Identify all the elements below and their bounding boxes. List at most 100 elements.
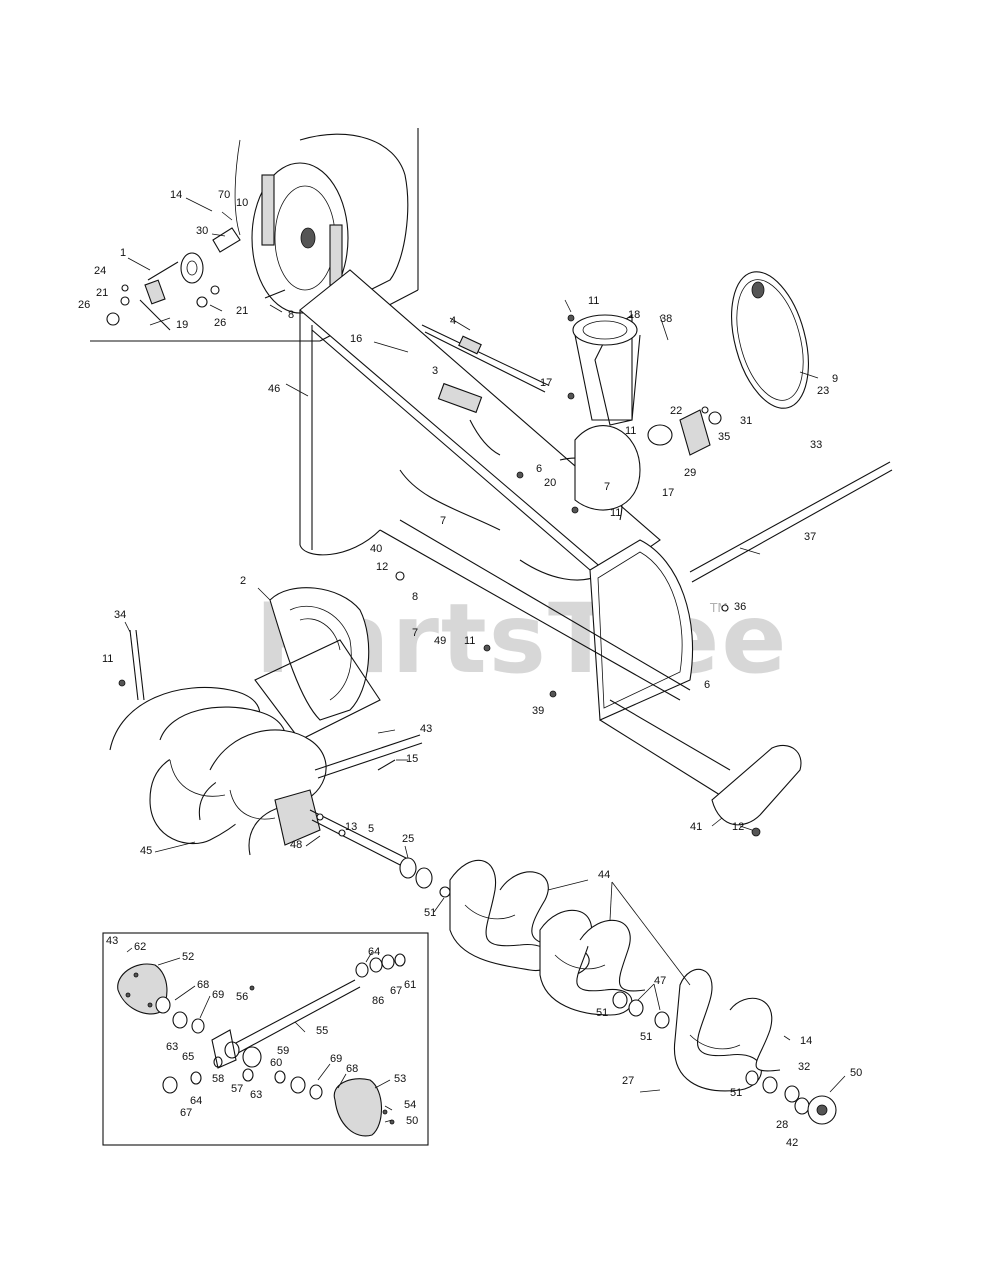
main-upper-labels: 11 18 38 4 16 3 17 46 22 9 23 11 31 33 3… [268,295,838,613]
callout-label: 64 [190,1095,202,1107]
callout-label: 51 [730,1087,742,1099]
callout-label: 67 [180,1107,192,1119]
callout-label: 27 [622,1075,634,1087]
callout-label: 43 [420,723,432,735]
callout-label: 6 [704,679,710,691]
callout-label: 17 [540,377,552,389]
callout-label: 11 [610,507,621,519]
gear-inset-labels: 62 52 64 68 69 86 67 61 56 55 63 65 59 5… [134,941,418,1127]
callout-label: 69 [330,1053,342,1065]
callout-label: 2 [240,575,246,587]
callout-label: 15 [406,753,418,765]
callout-label: 3 [432,365,438,377]
callout-label: 37 [804,531,816,543]
callout-label: 86 [372,995,384,1007]
callout-label: 23 [817,385,829,397]
callout-label: 11 [625,425,636,437]
callout-label: 50 [850,1067,862,1079]
callout-label: 14 [800,1035,812,1047]
callout-label: 39 [532,705,544,717]
callout-label: 11 [588,295,599,307]
callout-label: 56 [236,991,248,1003]
callout-label: 48 [290,839,302,851]
callout-label: 31 [740,415,752,427]
callout-label: 47 [654,975,666,987]
callout-label: 35 [718,431,730,443]
callout-label: 8 [412,591,418,603]
callout-label: 65 [182,1051,194,1063]
auger-right [449,859,846,1125]
callout-label: 7 [604,481,610,493]
callout-label: 14 [170,189,182,201]
main-middle-labels: 2 34 8 7 49 11 11 6 39 43 15 5 13 45 48 … [102,575,744,857]
callout-label: 1 [120,247,126,259]
callout-label: 26 [78,299,90,311]
callout-label: 68 [197,979,209,991]
callout-label: 42 [786,1137,798,1149]
watermark-trademark: TM [709,601,728,615]
auger-housing [285,269,893,837]
callout-label: 33 [810,439,822,451]
callout-label: 64 [368,946,380,958]
callout-label: 22 [670,405,682,417]
callout-label: 12 [732,821,744,833]
callout-label: 62 [134,941,146,953]
callout-label: 60 [270,1057,282,1069]
callout-label: 21 [236,305,248,317]
main-lower-labels: 25 51 44 47 51 51 14 32 50 27 51 28 42 [402,833,862,1149]
callout-label: 63 [166,1041,178,1053]
callout-label: 52 [182,951,194,963]
callout-label: 34 [114,609,126,621]
callout-label: 9 [832,373,838,385]
callout-label: 38 [660,313,672,325]
callout-label: 5 [368,823,374,835]
callout-label: 20 [544,477,556,489]
callout-label: 67 [390,985,402,997]
callout-label: 13 [345,821,357,833]
callout-label: 41 [690,821,702,833]
callout-label: 45 [140,845,152,857]
callout-label: 26 [214,317,226,329]
callout-label: 57 [231,1083,243,1095]
callout-label: 32 [798,1061,810,1073]
callout-label: 16 [350,333,362,345]
callout-label: 61 [404,979,416,991]
callout-label: 69 [212,989,224,1001]
callout-label: 11 [464,635,475,647]
callout-label: 11 [102,653,113,665]
callout-label: 59 [277,1045,289,1057]
callout-label: 40 [370,543,382,555]
callout-label: 7 [440,515,446,527]
callout-label: 28 [776,1119,788,1131]
callout-label: 46 [268,383,280,395]
callout-label: 7 [412,627,418,639]
callout-label: 54 [404,1099,416,1111]
wheel-assembly-inset [90,128,419,342]
callout-label: 36 [734,601,746,613]
callout-label: 58 [212,1073,224,1085]
callout-label: 51 [596,1007,608,1019]
callout-label: 21 [96,287,108,299]
callout-label: 44 [598,869,610,881]
callout-label: 19 [176,319,188,331]
callout-label: 70 [218,189,230,201]
callout-label: 50 [406,1115,418,1127]
callout-label: 63 [250,1089,262,1101]
callout-label: 25 [402,833,414,845]
gear-case-inset: 43 [102,932,429,1146]
callout-label: 51 [640,1031,652,1043]
callout-label: 8 [288,309,294,321]
wheel-inset-labels: 14 70 10 30 1 24 21 26 19 21 26 8 [78,189,294,331]
callout-label: 4 [450,315,456,327]
impeller-and-auger-left [109,587,753,913]
callout-label: 10 [236,197,248,209]
callout-label: 6 [536,463,542,475]
callout-label: 68 [346,1063,358,1075]
callout-label: 30 [196,225,208,237]
callout-label: 53 [394,1073,406,1085]
callout-label: 49 [434,635,446,647]
callout-label: 29 [684,467,696,479]
callout-label: 17 [662,487,674,499]
callout-label: 51 [424,907,436,919]
